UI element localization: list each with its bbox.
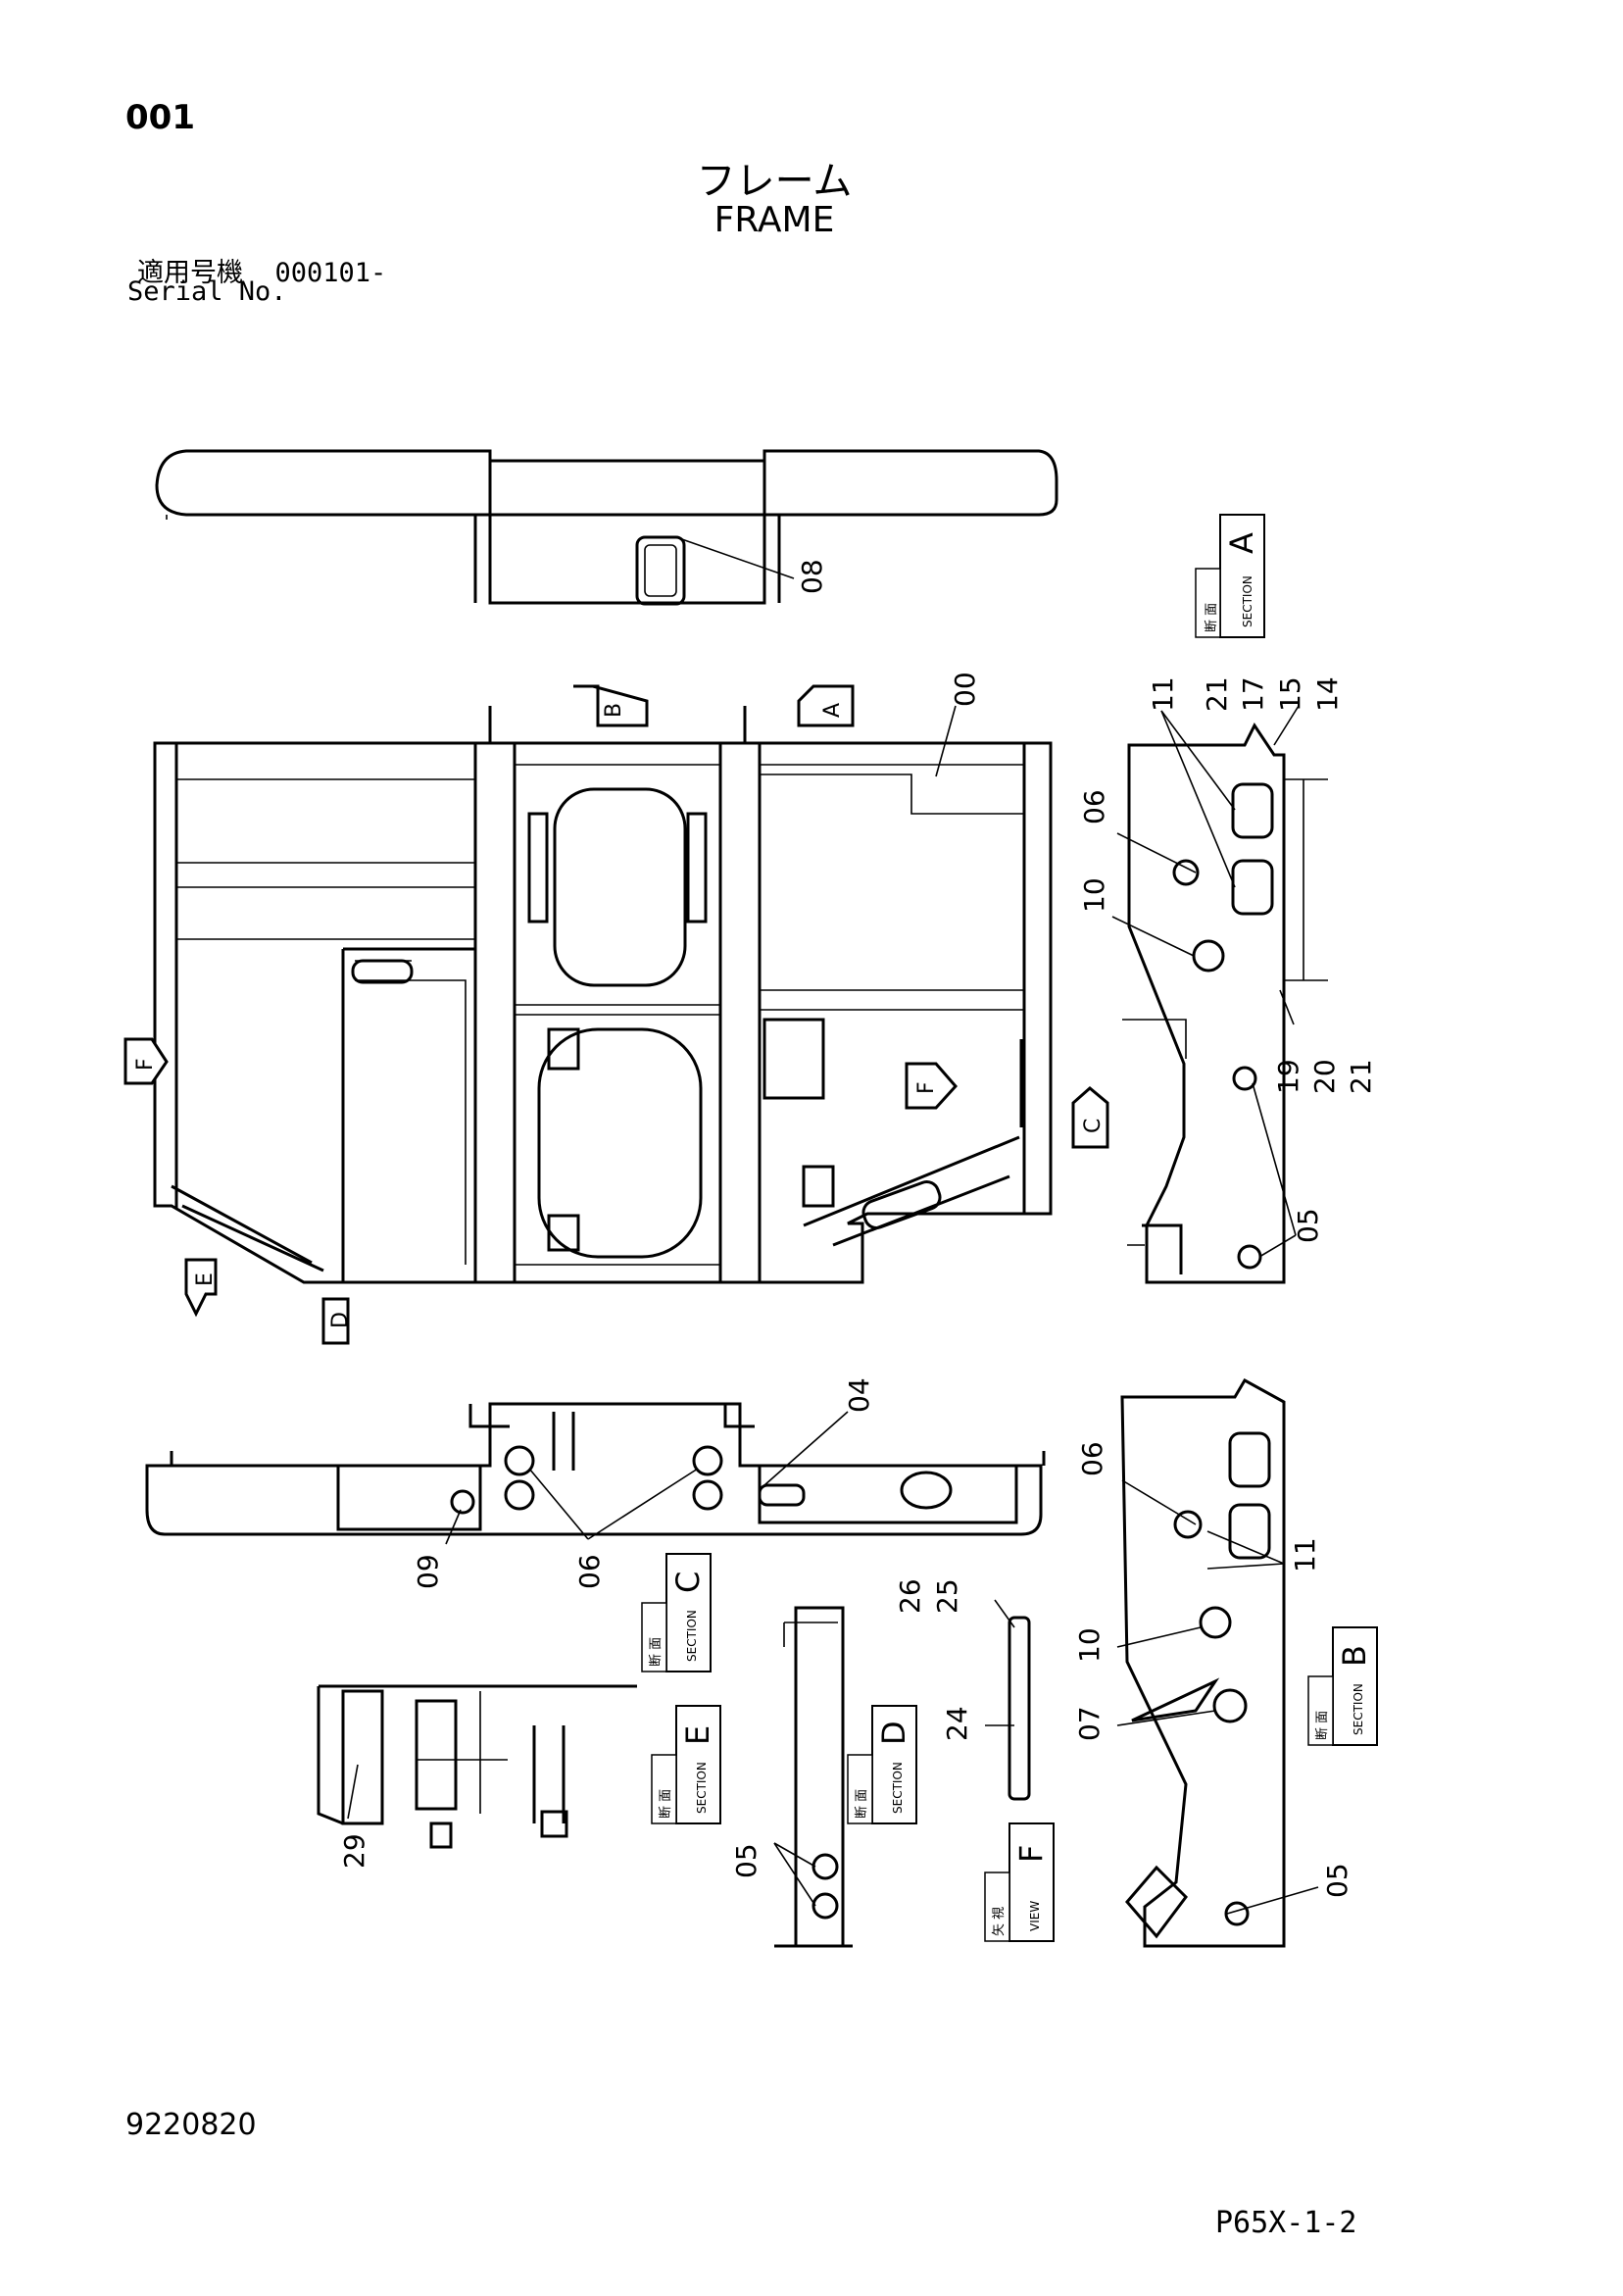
callout-20: 20 xyxy=(1308,1059,1341,1094)
callout-04: 04 xyxy=(843,1377,875,1413)
page-number: 001 xyxy=(125,98,195,137)
serial-label-japanese: 適用号機 xyxy=(137,258,243,288)
callout-10-a: 10 xyxy=(1078,877,1110,913)
callout-11-a: 11 xyxy=(1147,676,1179,712)
callout-06-c: 06 xyxy=(1076,1441,1108,1476)
callout-05-b: 05 xyxy=(1321,1863,1353,1898)
section-label-b-word: SECTION xyxy=(1352,1683,1365,1735)
view-arrow-e-letter: E xyxy=(193,1273,218,1286)
serial-value: 000101- xyxy=(274,258,387,288)
callout-05-a: 05 xyxy=(1292,1208,1324,1243)
view-label-f-word: VIEW xyxy=(1028,1901,1042,1931)
section-label-b-kanji: 断 面 xyxy=(1315,1711,1330,1740)
section-label-c xyxy=(641,1553,712,1672)
callout-09: 09 xyxy=(412,1554,444,1589)
callout-24: 24 xyxy=(941,1706,973,1741)
view-arrow-b-letter: B xyxy=(602,703,626,718)
callout-26: 26 xyxy=(894,1578,926,1614)
leader-lines xyxy=(347,536,1319,1915)
view-arrow-d-letter: D xyxy=(328,1312,353,1328)
section-label-a-word: SECTION xyxy=(1241,575,1254,627)
view-label-f-letter: F xyxy=(1012,1845,1050,1863)
section-label-c-letter: C xyxy=(669,1572,707,1593)
section-label-e-kanji: 断 面 xyxy=(659,1789,673,1819)
callout-25: 25 xyxy=(931,1578,963,1614)
section-label-a-letter: A xyxy=(1223,532,1260,554)
section-label-b xyxy=(1307,1626,1378,1746)
callout-19: 19 xyxy=(1272,1059,1304,1094)
callout-21-a: 21 xyxy=(1201,676,1233,712)
section-label-d-word: SECTION xyxy=(891,1762,905,1814)
section-label-e-letter: E xyxy=(679,1725,716,1745)
section-label-a-kanji: 断 面 xyxy=(1205,603,1219,632)
section-label-d-kanji: 断 面 xyxy=(855,1789,869,1819)
section-label-d-letter: D xyxy=(875,1721,912,1745)
view-label-f xyxy=(984,1822,1055,1942)
section-label-b-letter: B xyxy=(1336,1645,1373,1667)
section-label-e xyxy=(651,1705,721,1824)
callout-00: 00 xyxy=(949,672,981,707)
view-arrow-f-left-letter: F xyxy=(133,1058,158,1071)
serial-label: Serial No. xyxy=(127,276,287,307)
view-arrow-c-letter: C xyxy=(1081,1119,1106,1133)
serial-line: 適用号機 000101- xyxy=(137,251,386,289)
callout-05-c: 05 xyxy=(730,1843,762,1878)
page-title: FRAME xyxy=(713,200,835,240)
section-label-a xyxy=(1195,514,1265,638)
section-label-c-kanji: 断 面 xyxy=(649,1637,664,1667)
view-arrow-f-right-letter: F xyxy=(914,1081,939,1094)
section-label-c-word: SECTION xyxy=(685,1610,699,1662)
callout-21-b: 21 xyxy=(1345,1059,1377,1094)
callout-06-a: 06 xyxy=(1078,789,1110,824)
callout-07: 07 xyxy=(1073,1706,1106,1741)
callout-06-b: 06 xyxy=(573,1554,606,1589)
section-label-d xyxy=(847,1705,917,1824)
callout-08: 08 xyxy=(796,559,828,594)
view-label-f-kanji: 矢 視 xyxy=(992,1907,1007,1936)
view-arrow-a-letter: A xyxy=(820,703,845,718)
drawing-linework xyxy=(123,449,1328,1948)
callout-17: 17 xyxy=(1237,676,1269,712)
page-title-japanese: フレーム xyxy=(696,159,853,204)
callout-11-b: 11 xyxy=(1289,1537,1321,1572)
document-number: 9220820 xyxy=(125,2108,257,2142)
callout-14: 14 xyxy=(1311,676,1344,712)
callout-29: 29 xyxy=(338,1833,370,1869)
reference-code: P65X-1-2 xyxy=(1215,2206,1357,2240)
section-label-e-word: SECTION xyxy=(695,1762,709,1814)
callout-10-b: 10 xyxy=(1073,1627,1106,1663)
callout-15: 15 xyxy=(1274,676,1306,712)
